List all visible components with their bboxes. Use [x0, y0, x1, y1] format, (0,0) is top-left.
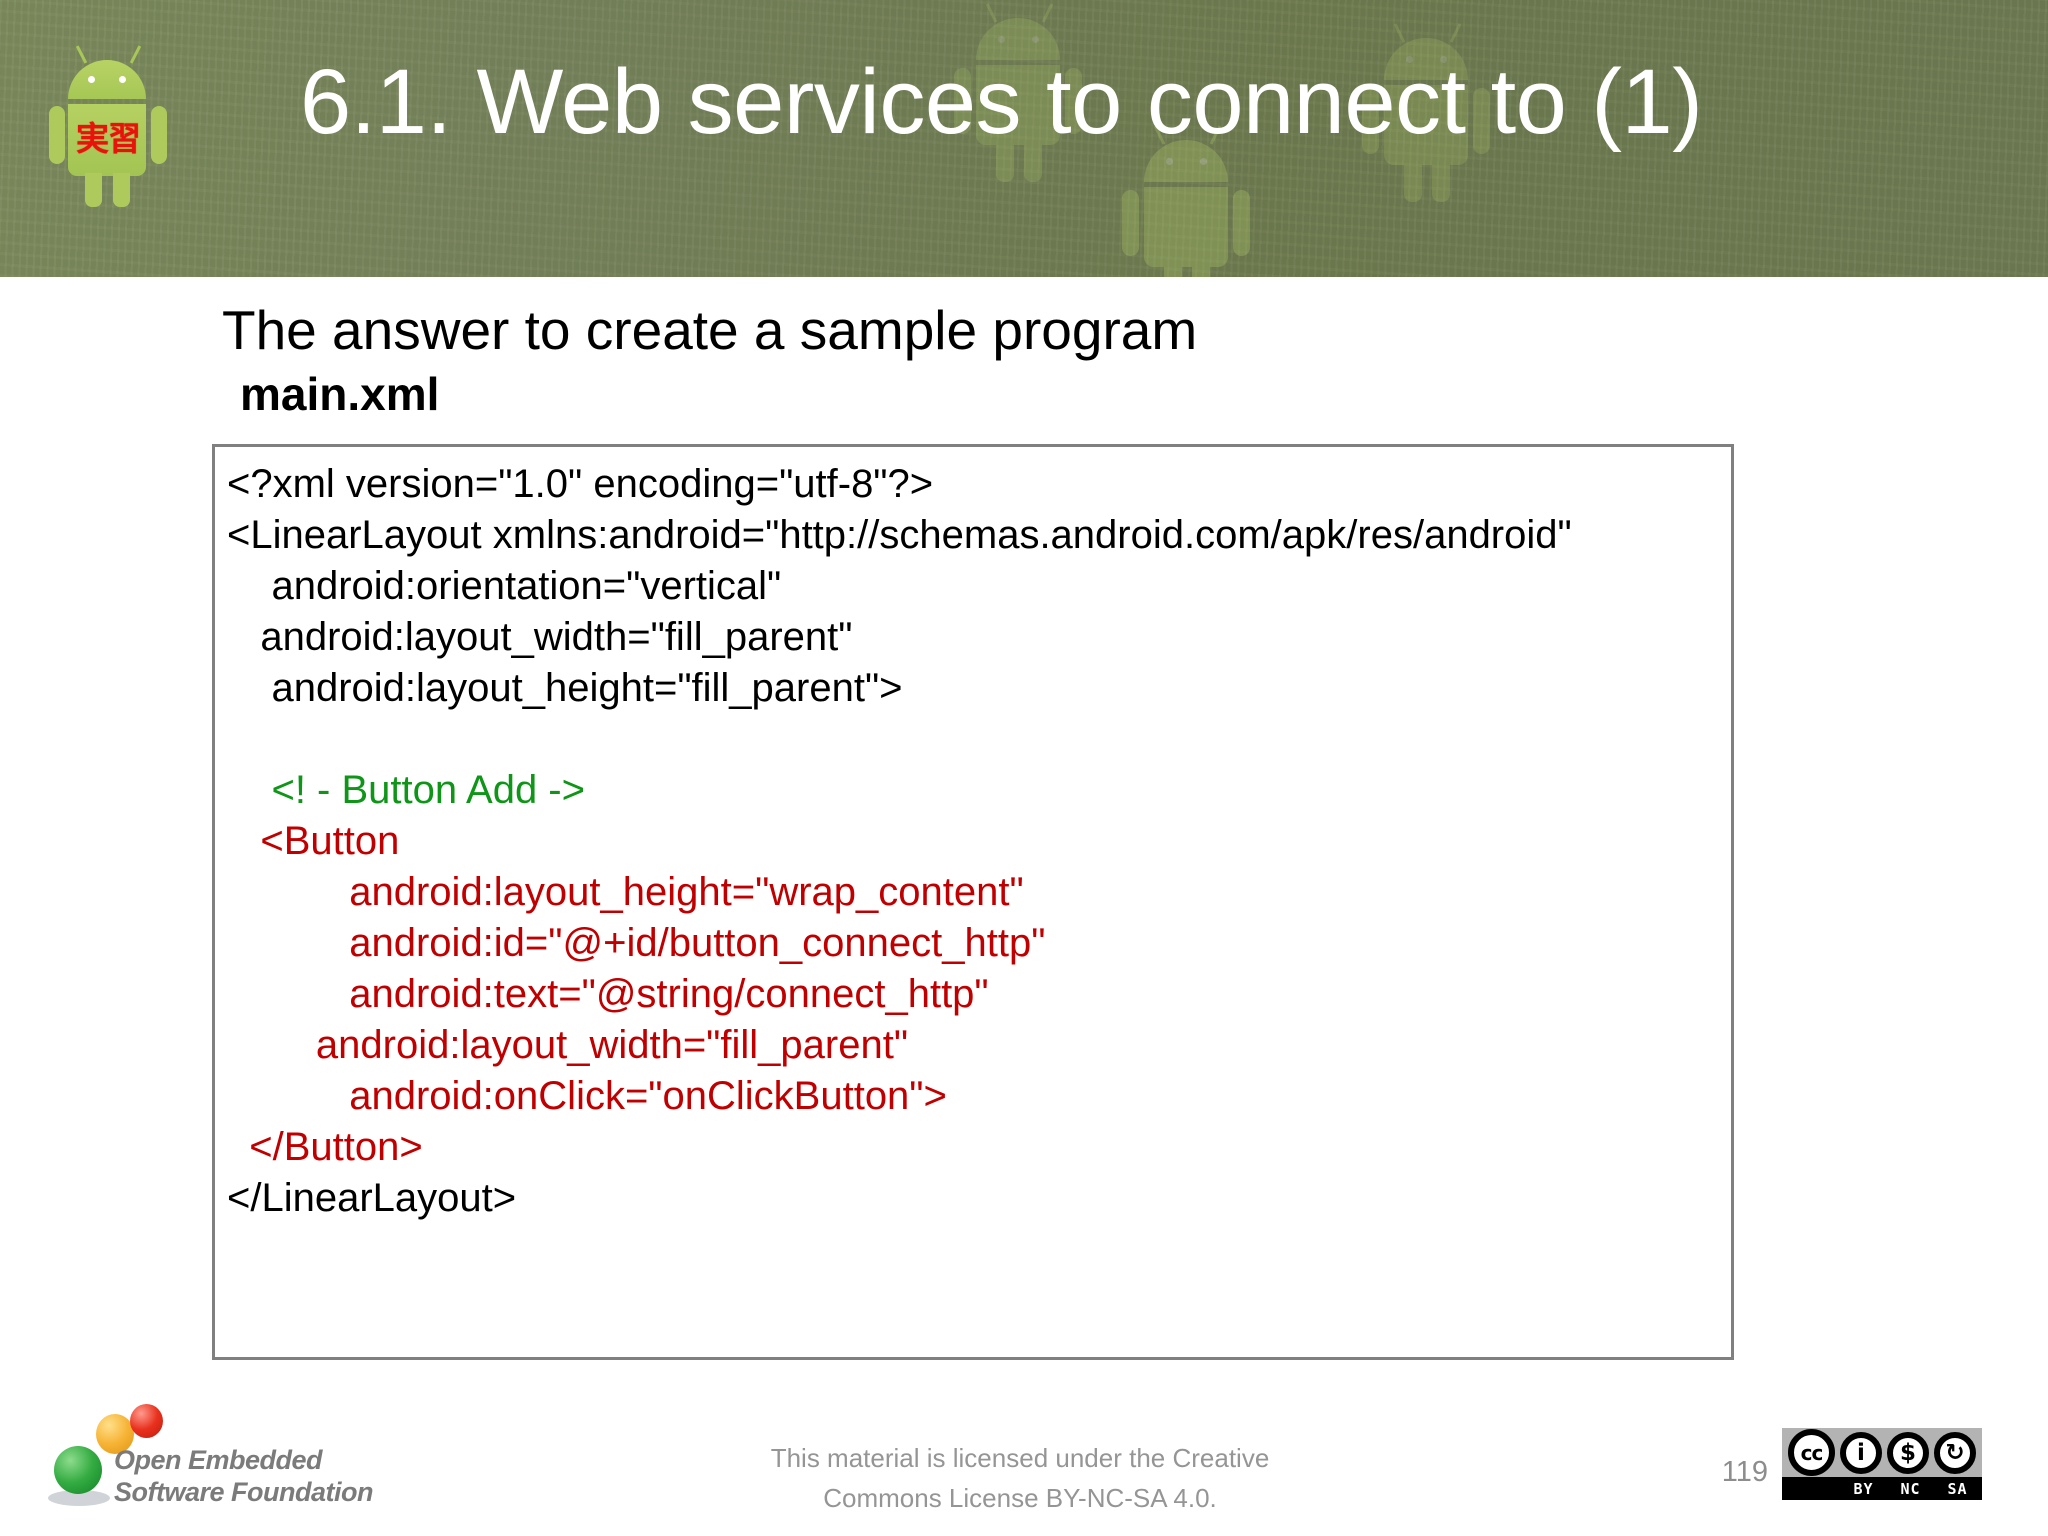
cc-label-sa: SA: [1947, 1479, 1968, 1498]
oesf-logo-text: Open Embedded Software Foundation: [114, 1444, 373, 1508]
code-line: <LinearLayout xmlns:android="http://sche…: [227, 513, 1572, 557]
code-line: android:text="@string/connect_http": [227, 972, 989, 1016]
code-line: android:layout_height="wrap_content": [227, 870, 1024, 914]
code-line: android:layout_height="fill_parent">: [227, 666, 903, 710]
practice-label-jp: 実習: [76, 119, 141, 158]
logo-shadow-ellipse: [48, 1490, 110, 1506]
license-line-1: This material is licensed under the Crea…: [770, 1443, 1270, 1473]
cc-by-icon: i: [1840, 1431, 1882, 1474]
cc-logo-icon: cc: [1788, 1429, 1835, 1476]
code-line: android:orientation="vertical": [227, 564, 782, 608]
slide-subtitle: The answer to create a sample program: [222, 299, 1198, 361]
cc-nc-icon: $: [1887, 1431, 1929, 1474]
code-line: <?xml version="1.0" encoding="utf-8"?>: [227, 462, 934, 506]
code-line: [227, 714, 1725, 765]
logo-ball-green-icon: [54, 1446, 102, 1494]
code-filename-label: main.xml: [240, 368, 440, 420]
page-number: 119: [1721, 1456, 1768, 1488]
oesf-logo-line-1: Open Embedded: [114, 1445, 323, 1475]
code-line: android:id="@+id/button_connect_http": [227, 921, 1046, 965]
logo-ball-orange-icon: [96, 1414, 134, 1454]
creative-commons-badge-icon: cc i $ ↻ BY NC SA: [1782, 1428, 1982, 1500]
cc-label-by: BY: [1853, 1479, 1874, 1498]
cc-badge-icons-row: cc i $ ↻: [1782, 1428, 1982, 1477]
code-lines-container: <?xml version="1.0" encoding="utf-8"?> <L…: [227, 459, 1725, 1224]
logo-ball-red-icon: [130, 1404, 163, 1438]
license-notice: This material is licensed under the Crea…: [670, 1438, 1370, 1518]
code-line: </Button>: [227, 1125, 423, 1169]
code-block: <?xml version="1.0" encoding="utf-8"?> <L…: [212, 444, 1734, 1360]
code-line: </LinearLayout>: [227, 1176, 517, 1220]
code-line: <! - Button Add ->: [227, 768, 585, 812]
cc-sa-icon: ↻: [1934, 1431, 1976, 1474]
slide-header-banner: 実習 6.1. Web services to connect to (1): [0, 0, 2048, 277]
android-robot-icon: 実習: [49, 45, 172, 207]
code-line: android:layout_width="fill_parent": [227, 1023, 909, 1067]
page-title: 6.1. Web services to connect to (1): [300, 51, 1703, 153]
cc-label-nc: NC: [1900, 1479, 1921, 1498]
code-line: <Button: [227, 819, 400, 863]
oesf-logo: Open Embedded Software Foundation: [42, 1404, 442, 1526]
oesf-logo-line-2: Software Foundation: [114, 1477, 373, 1507]
license-line-2: Commons License BY-NC-SA 4.0.: [823, 1483, 1217, 1513]
cc-badge-labels-row: BY NC SA: [1782, 1477, 1982, 1500]
code-line: android:onClick="onClickButton">: [227, 1074, 947, 1118]
code-line: android:layout_width="fill_parent": [227, 615, 853, 659]
